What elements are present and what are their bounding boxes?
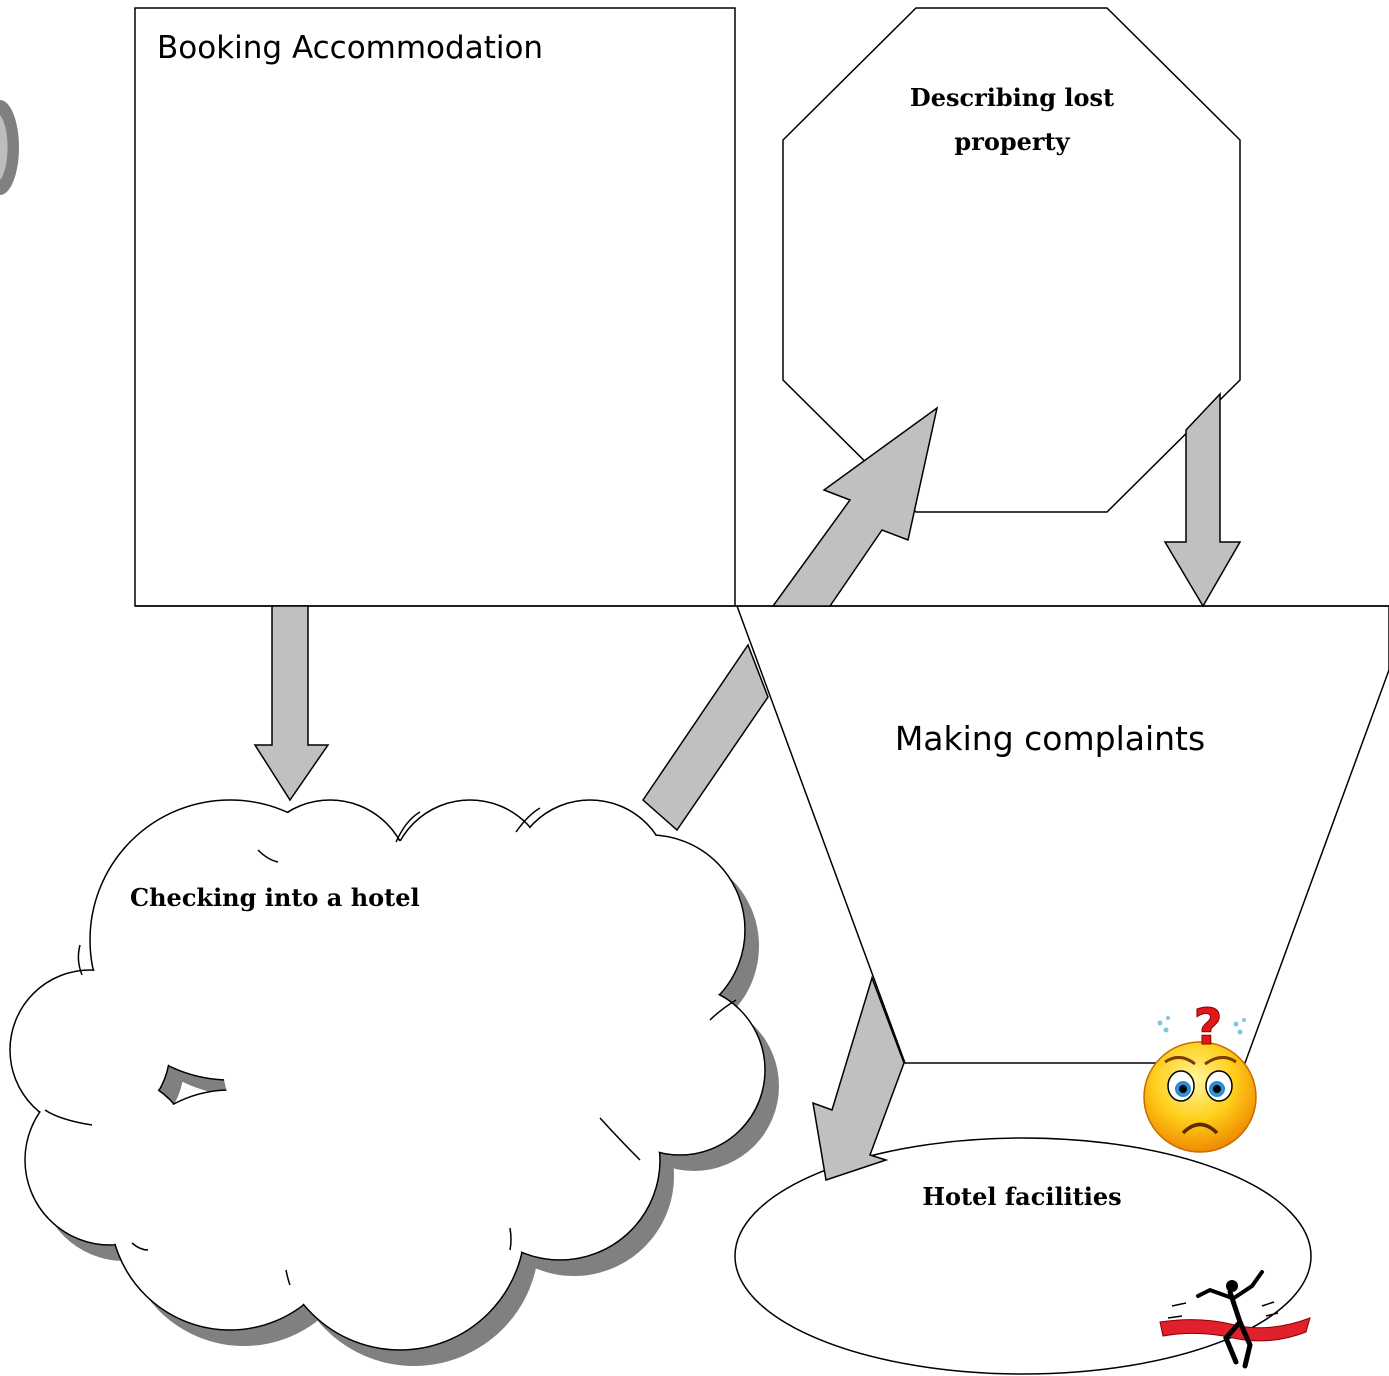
- arrow-lost-property-to-complaints: [1163, 392, 1242, 608]
- hotel-facilities-label: Hotel facilities: [922, 1182, 1121, 1211]
- arrow-checking-in-to-lost-property-head: [771, 406, 939, 607]
- making-complaints-trapezoid[interactable]: [735, 605, 1389, 1064]
- partial-shape-left-edge: [0, 100, 19, 195]
- arrow-complaints-to-facilities: [812, 975, 905, 1181]
- finish-line-runner-icon: [1159, 1270, 1311, 1369]
- arrow-checking-in-to-lost-property: [642, 643, 769, 832]
- lost-property-octagon[interactable]: [782, 7, 1241, 513]
- arrow-booking-to-checking-in: [253, 605, 330, 802]
- confused-face-icon: ?: [1143, 998, 1257, 1153]
- checking-in-label: Checking into a hotel: [130, 883, 420, 912]
- lost-property-label-line1: Describing lost: [910, 83, 1114, 112]
- checking-in-cloud[interactable]: [9, 799, 766, 1351]
- making-complaints-label: Making complaints: [895, 719, 1205, 758]
- booking-accommodation-label: Booking Accommodation: [157, 30, 543, 66]
- lost-property-label-line2: property: [954, 127, 1070, 156]
- svg-text:?: ?: [1193, 998, 1222, 1056]
- hotel-facilities-ellipse[interactable]: [734, 1137, 1312, 1375]
- booking-accommodation-box[interactable]: [134, 7, 736, 607]
